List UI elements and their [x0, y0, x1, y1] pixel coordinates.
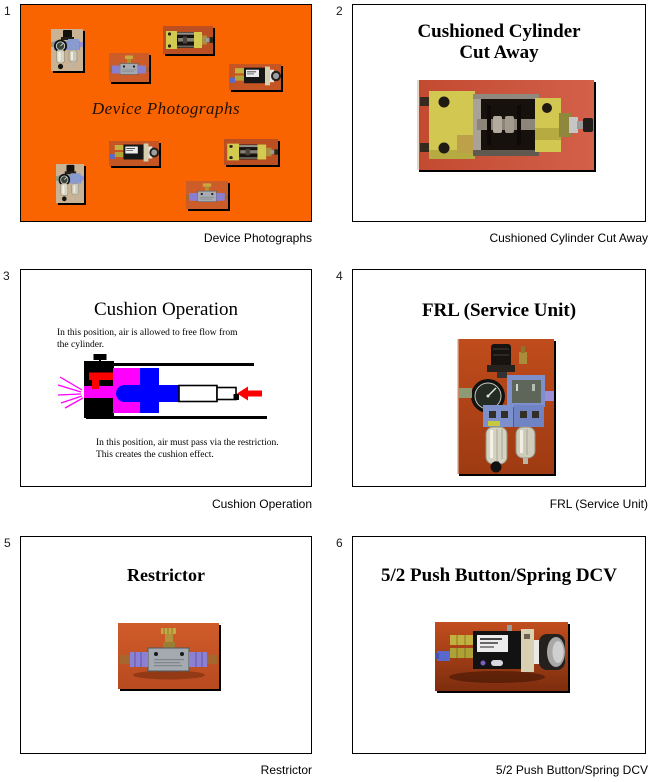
slide-5-thumbnail[interactable]: Restrictor: [20, 536, 312, 754]
note-top-line2: the cylinder.: [57, 340, 104, 350]
dcv-photo: [435, 622, 568, 691]
drain-knob: [490, 461, 502, 473]
slide-2-thumbnail[interactable]: Cushioned Cylinder Cut Away: [352, 4, 646, 222]
frl-service-unit-photo: [457, 339, 554, 474]
slide-2-caption: Cushioned Cylinder Cut Away: [489, 231, 648, 245]
slide-5-caption: Restrictor: [260, 763, 312, 777]
restrictor-photo: [118, 623, 219, 689]
slide-5-title: Restrictor: [127, 565, 205, 585]
exhaust-air-spray-lines: [57, 376, 84, 409]
pressure-gauge: [471, 379, 505, 413]
cylinder-thumbnail-photo: [163, 26, 213, 54]
note-top-line1: In this position, air is allowed to free…: [57, 328, 238, 338]
slide-6-title: 5/2 Push Button/Spring DCV: [381, 565, 617, 586]
slide-4-number: 4: [336, 269, 343, 283]
piston: [140, 368, 159, 413]
slide-5-number: 5: [4, 536, 11, 550]
dcv-thumbnail-photo: [109, 141, 159, 166]
slide-1-body-title: Device Photographs: [91, 99, 241, 118]
slide-4-thumbnail[interactable]: FRL (Service Unit): [352, 269, 646, 487]
lubricator-bowl: [515, 426, 536, 459]
dcv-thumbnail-photo: [229, 64, 281, 90]
slide-1-caption: Device Photographs: [203, 231, 312, 245]
slide-4-caption: FRL (Service Unit): [549, 497, 648, 511]
cushion-operation-diagram: [57, 354, 267, 419]
restrictor-thumbnail-photo: [109, 53, 149, 82]
frl-thumbnail-photo: [56, 164, 84, 203]
restriction-seat: [89, 372, 113, 380]
adjustment-screw-head: [93, 354, 107, 360]
cushioned-cylinder-cutaway-photo: [417, 80, 594, 170]
force-arrow: [237, 386, 262, 401]
note-bottom-line1: In this position, air must pass via the …: [96, 438, 279, 448]
frl-thumbnail-photo: [51, 29, 83, 71]
filter-bowl: [485, 426, 508, 465]
cylinder-thumbnail-photo: [224, 139, 278, 165]
piston-rod: [178, 384, 218, 403]
slide-3-title: Cushion Operation: [93, 299, 239, 320]
slide-3-number: 3: [3, 269, 10, 283]
exhaust-channel: [84, 386, 114, 398]
slide-6-number: 6: [336, 536, 343, 550]
slide-2-title: Cushioned Cylinder Cut Away: [353, 21, 645, 63]
slide-1-number: 1: [4, 4, 11, 18]
slide-4-title: FRL (Service Unit): [421, 300, 577, 321]
restrictor-thumbnail-photo: [186, 181, 228, 209]
slide-2-number: 2: [336, 4, 343, 18]
slide-1-thumbnail[interactable]: Device Photographs: [20, 4, 312, 222]
note-bottom-line2: This creates the cushion effect.: [96, 450, 214, 460]
slide-6-caption: 5/2 Push Button/Spring DCV: [495, 763, 648, 777]
slide-3-note-top: In this position, air is allowed to free…: [57, 327, 237, 351]
slide-2-title-line1: Cushioned Cylinder: [417, 21, 581, 42]
slide-6-thumbnail[interactable]: 5/2 Push Button/Spring DCV: [352, 536, 646, 754]
slide-3-thumbnail[interactable]: Cushion Operation In this position, air …: [20, 269, 312, 487]
slide-3-caption: Cushion Operation: [211, 497, 312, 511]
push-button: [539, 634, 565, 670]
slide-3-note-bottom: In this position, air must pass via the …: [96, 437, 279, 461]
adjustment-screw: [161, 628, 176, 649]
slide-2-title-line2: Cut Away: [459, 42, 539, 63]
